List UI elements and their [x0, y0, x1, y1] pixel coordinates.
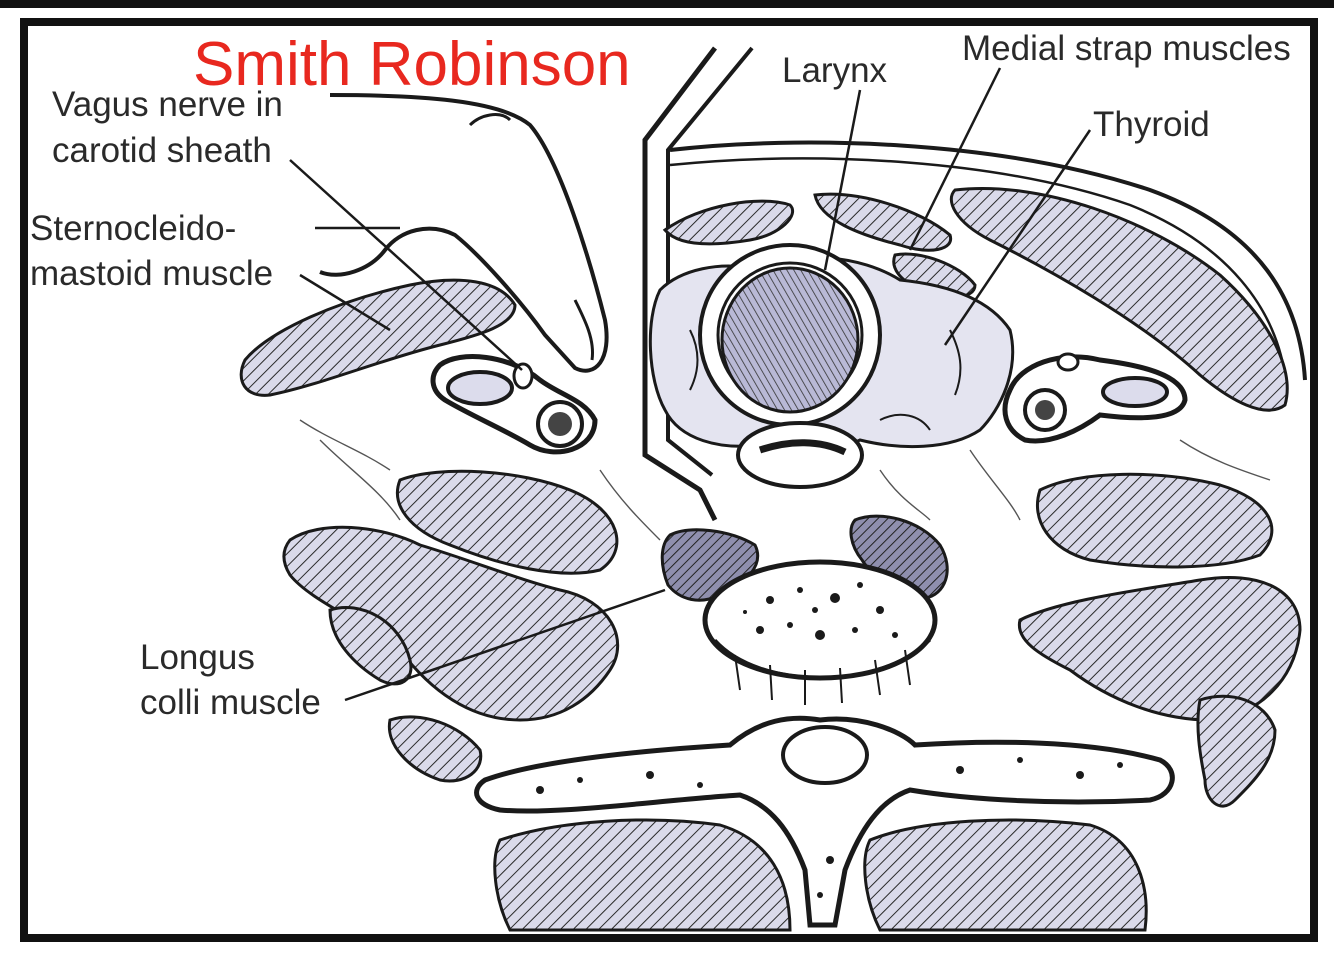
leader-larynx — [823, 89, 862, 271]
figure-title: Smith Robinson — [193, 30, 631, 99]
leader-thyroid — [943, 129, 1092, 346]
jugular-vein-left — [446, 370, 514, 406]
label-thyroid: Thyroid — [1093, 105, 1210, 144]
label-scm-line1: Sternocleido- — [30, 209, 237, 248]
scalene-muscle-right-upper — [1035, 472, 1274, 569]
figure-frame — [20, 18, 1318, 942]
scalene-muscle-left-lower — [282, 525, 620, 722]
label-longus-line2: colli muscle — [140, 683, 321, 722]
spinal-canal — [781, 725, 869, 785]
label-scm-line2: mastoid muscle — [30, 254, 274, 293]
sternocleidomastoid-left — [239, 278, 517, 397]
esophagus — [736, 421, 864, 489]
vertebral-trabeculae — [743, 582, 898, 640]
fascial-lines — [299, 419, 1271, 541]
retractor-finger — [319, 93, 609, 373]
levator-muscle-right — [1196, 694, 1277, 808]
scalene-muscle-left-upper — [395, 469, 619, 575]
paraspinal-muscle-left — [493, 818, 792, 932]
vertebral-arch — [474, 715, 1175, 928]
leader-scm — [299, 273, 391, 332]
leader-vagus — [289, 159, 523, 371]
skin-contour — [669, 140, 1307, 381]
leader-strap — [908, 67, 1002, 251]
vagus-nerve — [512, 362, 534, 390]
scalene-muscle-right-lower — [1017, 575, 1302, 722]
larynx-lumen — [720, 266, 860, 414]
sternocleidomastoid-right — [949, 186, 1289, 412]
levator-muscle-left — [387, 715, 483, 783]
strap-muscle-left — [662, 199, 794, 246]
label-longus-line1: Longus — [140, 638, 255, 677]
label-medial-strap: Medial strap muscles — [962, 29, 1291, 68]
label-vagus-line2: carotid sheath — [52, 131, 272, 170]
leader-longus — [344, 588, 666, 702]
label-larynx: Larynx — [782, 51, 888, 90]
label-vagus-line1: Vagus nerve in — [52, 85, 283, 124]
paraspinal-muscle-right — [863, 818, 1148, 932]
label-leader-lines — [289, 67, 1092, 702]
retractor-blade — [642, 46, 718, 522]
